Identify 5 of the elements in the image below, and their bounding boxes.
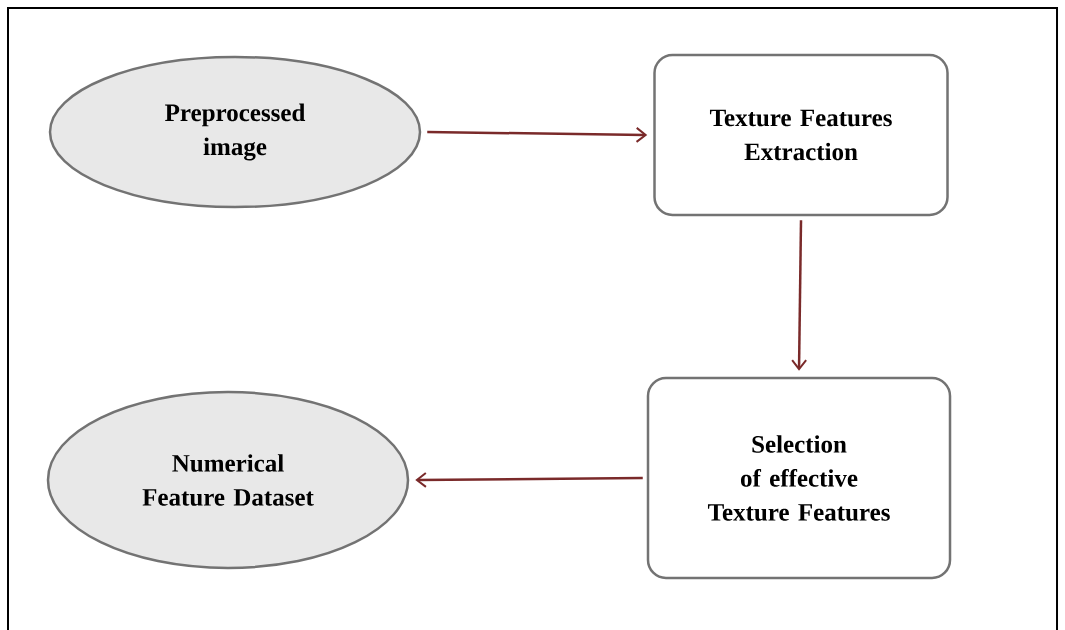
process-box: Texture Features Extraction (653, 53, 949, 217)
arrow (427, 126, 648, 143)
arrow (791, 220, 808, 371)
arrow (415, 471, 643, 488)
process-box: Selection of effective Texture Features (646, 376, 952, 580)
